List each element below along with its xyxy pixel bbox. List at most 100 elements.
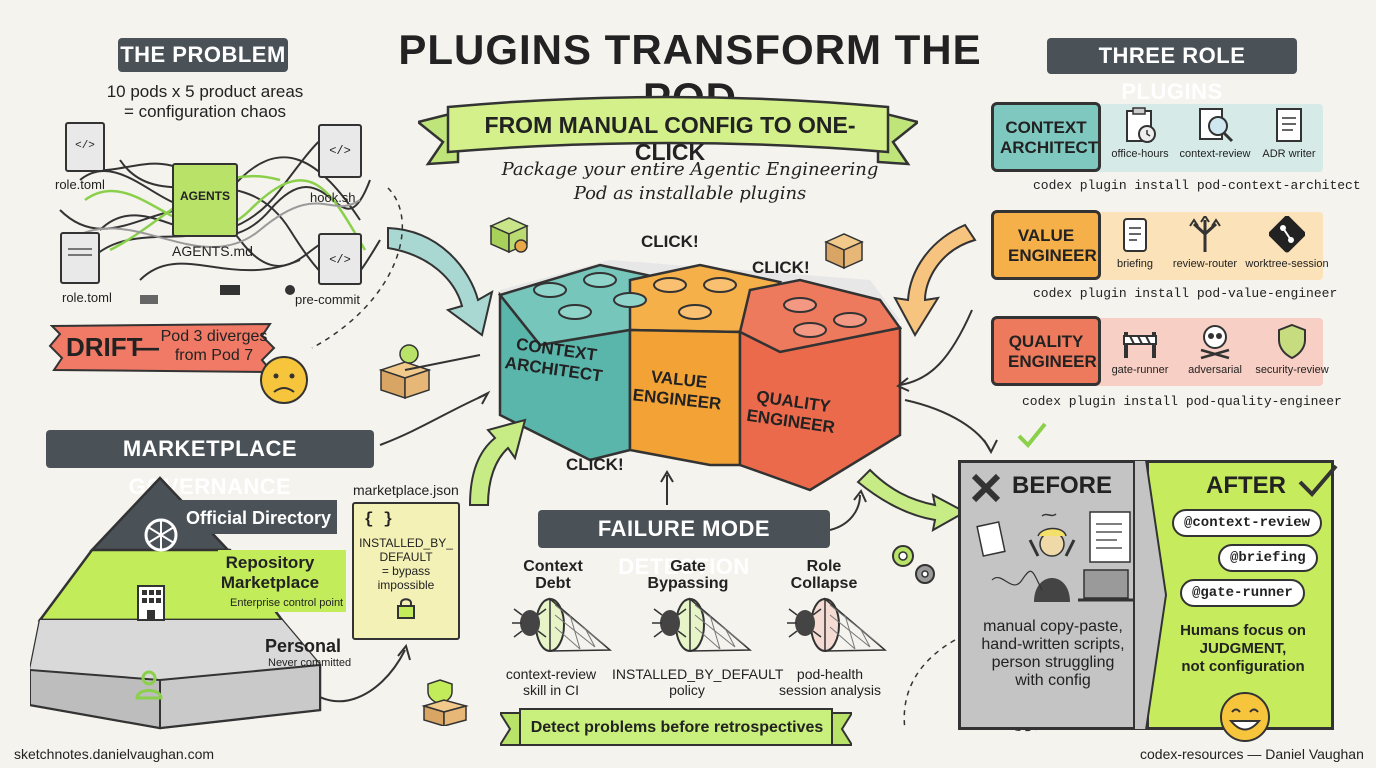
plugin-card-value[interactable]: VALUE ENGINEER (991, 210, 1101, 280)
person-icon (135, 670, 163, 700)
tool-security-review[interactable]: security-review (1247, 322, 1337, 376)
failure-detect-role: pod-health session analysis (770, 666, 890, 698)
detect-line-2: session analysis (779, 682, 881, 698)
file-label-pre-commit: pre-commit (295, 292, 361, 307)
before-line-3: person struggling (991, 654, 1115, 671)
install-command-quality[interactable]: codex plugin install pod-quality-enginee… (1022, 394, 1342, 409)
tier-label-official[interactable]: Official Directory (186, 508, 332, 528)
drift-text-line-1: Pod 3 diverges (160, 328, 268, 345)
detect-line-1: context-review (505, 666, 597, 682)
after-checkmark-icon (1298, 464, 1338, 497)
failure-mode-gate-bypassing: Gate Bypassing (643, 558, 733, 592)
tool-label: ADR writer (1262, 148, 1316, 160)
struggling-person-illustration (976, 511, 1134, 602)
before-line-1: manual copy-paste, (983, 618, 1123, 635)
building-icon (137, 585, 165, 621)
click-label-3: CLICK! (566, 455, 624, 474)
file-role-toml-bottom (60, 232, 100, 284)
tool-adversarial[interactable]: adversarial (1180, 322, 1250, 376)
tool-office-hours[interactable]: office-hours (1105, 106, 1175, 160)
tool-adr-writer[interactable]: ADR writer (1257, 106, 1321, 160)
tool-label: adversarial (1188, 364, 1242, 376)
file-pre-commit: </> (318, 233, 362, 285)
package-box-icon (824, 233, 864, 270)
split-arrows-icon (1189, 216, 1221, 252)
plugin-name-quality: QUALITY ENGINEER (1008, 332, 1097, 371)
plugin-row-value: VALUE ENGINEER briefing review-router wo… (985, 202, 1335, 284)
problem-line-2: = configuration chaos (123, 102, 287, 121)
clipboard-clock-icon (1126, 107, 1156, 143)
plugin-blocks-illustration (497, 260, 903, 492)
footer-left-credit[interactable]: sketchnotes.danielvaughan.com (14, 746, 215, 762)
json-line-3: = bypass (381, 564, 431, 578)
click-label-2: CLICK! (752, 258, 810, 277)
failure-detect-context: context-review skill in CI (496, 666, 606, 698)
file-role-toml-top: </> (65, 122, 105, 172)
json-braces: { } (364, 510, 393, 528)
problem-line-1: 10 pods x 5 product areas (106, 82, 304, 101)
plugin-row-quality: QUALITY ENGINEER gate-runner adversarial… (985, 308, 1335, 390)
json-line-2: DEFAULT (379, 550, 433, 564)
failure-mode-role-collapse: Role Collapse (784, 558, 864, 592)
checkmark-icon (1017, 422, 1047, 448)
bug-nets-illustration (512, 597, 888, 652)
install-command-context[interactable]: codex plugin install pod-context-archite… (1033, 178, 1361, 193)
tool-label: context-review (1179, 148, 1251, 160)
tier-label-repo[interactable]: Repository Marketplace (220, 553, 320, 592)
tool-context-review[interactable]: context-review (1175, 106, 1255, 160)
marketplace-json-file[interactable]: { } INSTALLED_BY_ DEFAULT = bypass impos… (352, 502, 460, 640)
detect-line-1: INSTALLED_BY_DEFAULT (612, 666, 784, 682)
before-text: manual copy-paste, hand-written scripts,… (962, 618, 1144, 690)
tier-label-personal[interactable]: Personal (265, 636, 342, 656)
detect-line-2: skill in CI (522, 682, 579, 698)
sad-face-icon (260, 356, 308, 404)
mention-bubble-context-review[interactable]: @context-review (1172, 509, 1323, 537)
document-icon (1276, 108, 1302, 142)
mode-name-line-2: Debt (535, 575, 571, 592)
detect-line-1: pod-health (796, 666, 864, 682)
failure-mode-context-debt: Context Debt (513, 558, 593, 592)
failure-header: FAILURE MODE DETECTION (538, 510, 830, 579)
mention-bubble-gate-runner[interactable]: @gate-runner (1180, 579, 1305, 607)
barrier-icon (1123, 332, 1157, 358)
tool-label: worktree-session (1245, 258, 1329, 270)
smiley-face-icon (1220, 692, 1270, 742)
lock-icon (397, 598, 415, 619)
file-label-hook-sh: hook.sh (310, 190, 356, 205)
drift-label: DRIFT (66, 332, 143, 362)
x-mark-icon (971, 473, 1001, 503)
install-command-value[interactable]: codex plugin install pod-value-engineer (1033, 286, 1338, 301)
tagline: Package your entire Agentic Engineering … (470, 158, 910, 206)
tool-gate-runner[interactable]: gate-runner (1105, 322, 1175, 376)
tool-review-router[interactable]: review-router (1165, 216, 1245, 270)
before-after-divider-arrow (1133, 460, 1168, 730)
file-label-role-toml-top: role.toml (55, 177, 105, 192)
roles-header: THREE ROLE PLUGINS (1047, 38, 1297, 104)
before-label: BEFORE (1012, 472, 1113, 499)
banner-text: FROM MANUAL CONFIG TO ONE-CLICK (484, 112, 856, 165)
drift-text: Pod 3 diverges from Pod 7 (158, 327, 270, 365)
mode-name-line-1: Context (523, 558, 583, 575)
tier-sub-personal: Never committed (268, 657, 352, 669)
file-agents: AGENTS (172, 163, 238, 237)
plugin-card-quality[interactable]: QUALITY ENGINEER (991, 316, 1101, 386)
mode-name-line-1: Role (806, 558, 842, 575)
mode-name-line-1: Gate (670, 558, 706, 575)
drift-dash: — (133, 332, 159, 362)
before-line-4: with config (1015, 672, 1091, 689)
mention-bubble-briefing[interactable]: @briefing (1218, 544, 1318, 572)
after-line-2: JUDGMENT, (1199, 640, 1287, 657)
magnifier-doc-icon (1199, 108, 1234, 143)
banner-ribbon (418, 95, 918, 166)
scroll-icon (1123, 218, 1147, 252)
tool-briefing[interactable]: briefing (1105, 216, 1165, 270)
package-gear-icon (489, 217, 529, 254)
plugin-card-context[interactable]: CONTEXT ARCHITECT (991, 102, 1101, 172)
tool-label: review-router (1172, 258, 1238, 270)
tool-worktree-session[interactable]: worktree-session (1241, 216, 1333, 270)
problem-description: 10 pods x 5 product areas = configuratio… (80, 82, 330, 122)
tool-label: security-review (1255, 364, 1329, 376)
file-hook-sh: </> (318, 124, 362, 178)
tool-label: briefing (1116, 258, 1154, 270)
after-line-1: Humans focus on (1180, 622, 1306, 639)
